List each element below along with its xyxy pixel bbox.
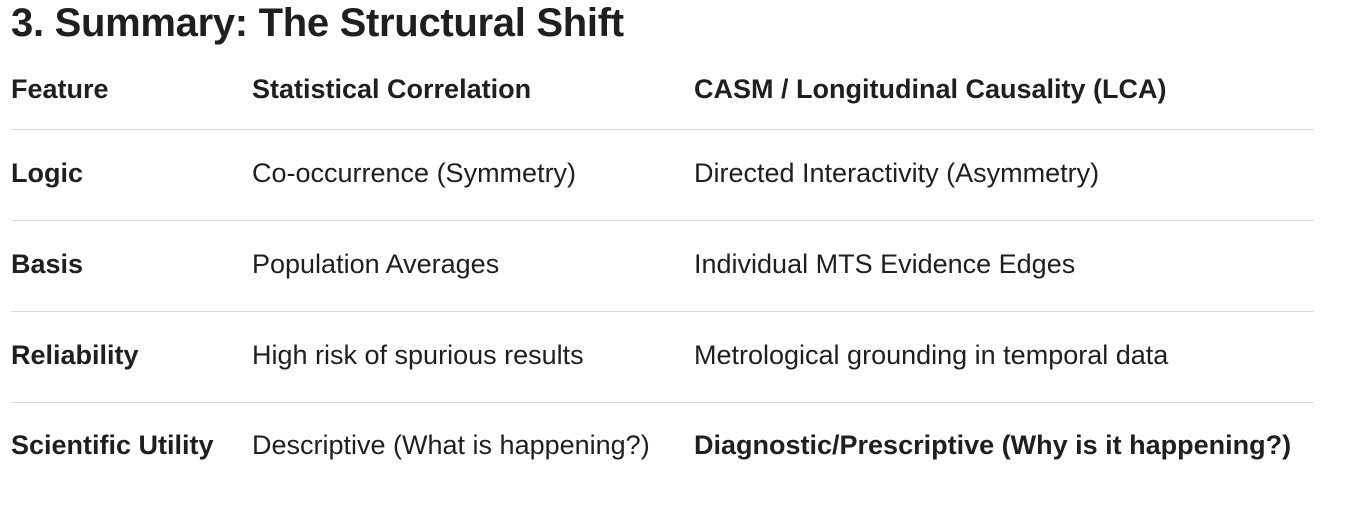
row-correlation-cell: Co-occurrence (Symmetry)	[252, 129, 694, 221]
table-row: Logic Co-occurrence (Symmetry) Directed …	[11, 129, 1314, 221]
row-casm-cell: Directed Interactivity (Asymmetry)	[694, 129, 1314, 221]
header-statistical-correlation: Statistical Correlation	[252, 60, 694, 130]
row-correlation-cell: Descriptive (What is happening?)	[252, 429, 650, 460]
header-feature: Feature	[11, 60, 252, 130]
comparison-table: Feature Statistical Correlation CASM / L…	[11, 60, 1314, 522]
table-header-row: Feature Statistical Correlation CASM / L…	[11, 60, 1314, 130]
row-casm-cell: Individual MTS Evidence Edges	[694, 220, 1314, 312]
row-correlation-cell: High risk of spurious results	[252, 311, 694, 403]
table-row: Scientific Utility Descriptive (What is …	[11, 402, 1314, 522]
row-feature-cell: Reliability	[11, 311, 252, 403]
row-casm-cell: Metrological grounding in temporal data	[694, 311, 1314, 403]
page-title: 3. Summary: The Structural Shift	[11, 1, 624, 45]
row-feature-cell: Basis	[11, 220, 252, 312]
row-feature-cell: Scientific Utility	[11, 429, 214, 460]
row-casm-cell: Diagnostic/Prescriptive (Why is it happe…	[694, 429, 1292, 460]
table-row: Reliability High risk of spurious result…	[11, 311, 1314, 403]
header-casm-lca: CASM / Longitudinal Causality (LCA)	[694, 60, 1314, 130]
row-correlation-cell: Population Averages	[252, 220, 694, 312]
table-row: Basis Population Averages Individual MTS…	[11, 220, 1314, 312]
row-feature-cell: Logic	[11, 129, 252, 221]
